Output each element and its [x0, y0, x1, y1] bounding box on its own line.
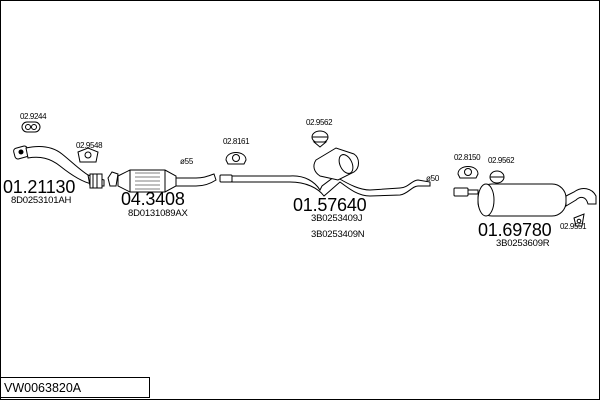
fitting-label-02-9244: 02.9244 [20, 112, 47, 121]
fitting-label-02-9562: 02.9562 [306, 118, 333, 127]
fitting-label-02-8161: 02.8161 [223, 137, 250, 146]
oem-ref-middle-silencer-2: 3B0253409N [311, 229, 365, 240]
fitting-label-02-9551: 02.9551 [560, 222, 587, 231]
clamp-02-9562-rear-drawing [489, 170, 505, 184]
part-number-rear-silencer: 01.69780 [478, 220, 552, 240]
part-number-catalytic-converter: 04.3408 [121, 189, 185, 209]
catalytic-converter-drawing [107, 169, 217, 193]
set-code-box: VW0063820A [0, 377, 150, 398]
front-pipe-drawing [13, 145, 105, 189]
fitting-label-02-9548: 02.9548 [76, 141, 103, 150]
clamp-02-8161-drawing [225, 152, 247, 165]
part-number-middle-silencer: 01.57640 [293, 195, 367, 215]
oem-ref-middle-silencer-1: 3B0253409J [311, 213, 363, 224]
gasket-02-9244-drawing [21, 121, 41, 133]
clamp-02-9562-drawing [311, 130, 329, 148]
oem-ref-front-pipe: 8D0253101AH [11, 195, 72, 206]
oem-ref-catalytic-converter: 8D0131089AX [128, 208, 188, 219]
fitting-02-9548-drawing [77, 147, 99, 163]
rear-silencer-drawing [453, 183, 597, 217]
pipe-diameter-55: ø55 [180, 157, 194, 166]
pipe-diameter-50: ø50 [426, 174, 440, 183]
fitting-label-02-9562-rear: 02.9562 [488, 156, 515, 165]
oem-ref-rear-silencer: 3B0253609R [496, 238, 550, 249]
part-number-front-pipe: 01.21130 [3, 177, 76, 197]
clamp-02-8150-drawing [457, 166, 479, 179]
fitting-label-02-8150: 02.8150 [454, 153, 481, 162]
middle-silencer-drawing [219, 147, 431, 197]
clamp-02-9551-drawing [573, 213, 585, 227]
